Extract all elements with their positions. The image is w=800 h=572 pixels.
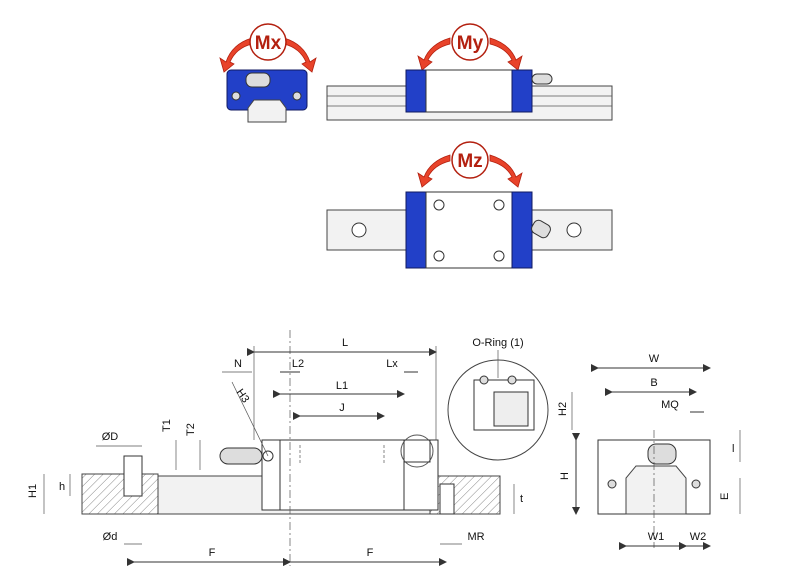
mx-arrow-left-icon: [219, 37, 253, 73]
mz-grease-nipple-icon: [531, 219, 551, 239]
mx-arrow-right-icon: [283, 37, 317, 73]
mz-arrow-left-icon: [417, 154, 451, 188]
mz-end-cap-right: [511, 191, 533, 269]
dim-H: H: [559, 472, 571, 480]
dim-T1: T1: [161, 419, 173, 432]
dim-W: W: [649, 353, 660, 365]
dim-H2: H2: [557, 402, 569, 416]
my-carriage: [425, 69, 513, 113]
dim-t: t: [520, 493, 523, 505]
mx-badge: [249, 23, 287, 61]
mx-rail-profile: [247, 99, 287, 123]
dim-H1: H1: [27, 484, 39, 498]
dim-MQ: MQ: [661, 399, 679, 411]
base-plate-left: [81, 473, 159, 515]
dim-MR: MR: [467, 531, 484, 543]
my-arrow-left-icon: [417, 37, 451, 71]
dim-d: Ød: [103, 531, 118, 543]
mz-rail-hole-icon: [566, 222, 582, 238]
dim-J: J: [339, 402, 345, 414]
mx-label: Mx: [255, 33, 282, 54]
my-arrow-right-icon: [489, 37, 523, 71]
dim-l: l: [732, 443, 734, 455]
end-view-rail: [625, 465, 687, 515]
mx-bolt-hole-icon: [292, 91, 302, 101]
oring-detail-circle: [400, 434, 434, 468]
dim-H3: H3: [234, 387, 252, 405]
my-badge: [451, 23, 489, 61]
end-view: W B MQ H l E W1 W2: [559, 353, 741, 550]
dim-T2: T2: [185, 423, 197, 436]
mx-bolt-hole-icon: [231, 91, 241, 101]
dim-B: B: [650, 377, 657, 389]
moment-mx-group: Mx: [219, 23, 317, 123]
moment-mz-group: Mz: [326, 141, 613, 269]
dim-L: L: [342, 337, 348, 349]
my-label: My: [457, 33, 484, 54]
dim-L2: L2: [292, 358, 304, 370]
my-end-cap-right: [511, 69, 533, 113]
mz-end-cap-left: [405, 191, 427, 269]
counterbore-bolt: [123, 455, 143, 497]
dim-E: E: [719, 493, 731, 500]
end-view-grease-nipple-icon: [647, 443, 677, 465]
mz-arrow-right-icon: [489, 154, 523, 188]
mz-label: Mz: [457, 151, 482, 172]
section-view: L L2 Lx N L1 J H3 T1 T2 ØD h H1 Ød F F M…: [27, 330, 523, 566]
dim-N: N: [234, 358, 242, 370]
moment-my-group: My: [326, 23, 613, 121]
dim-Lx: Lx: [386, 358, 398, 370]
dim-h: h: [59, 481, 65, 493]
end-stop: [439, 483, 455, 515]
dim-D: ØD: [102, 431, 119, 443]
dim-W1: W1: [648, 531, 665, 543]
my-end-cap-left: [405, 69, 427, 113]
dim-L1: L1: [336, 380, 348, 392]
mz-badge: [451, 141, 489, 179]
mz-rail-hole-icon: [351, 222, 367, 238]
section-grease-nipple-icon: [219, 447, 263, 465]
my-grease-nipple-icon: [531, 73, 553, 85]
mx-grease-nipple-icon: [245, 72, 271, 88]
dim-F-right: F: [367, 547, 374, 559]
dim-W2: W2: [690, 531, 707, 543]
oring-detail: O-Ring (1) H2: [447, 337, 573, 461]
label-oring: O-Ring (1): [472, 337, 523, 349]
dim-F-left: F: [209, 547, 216, 559]
